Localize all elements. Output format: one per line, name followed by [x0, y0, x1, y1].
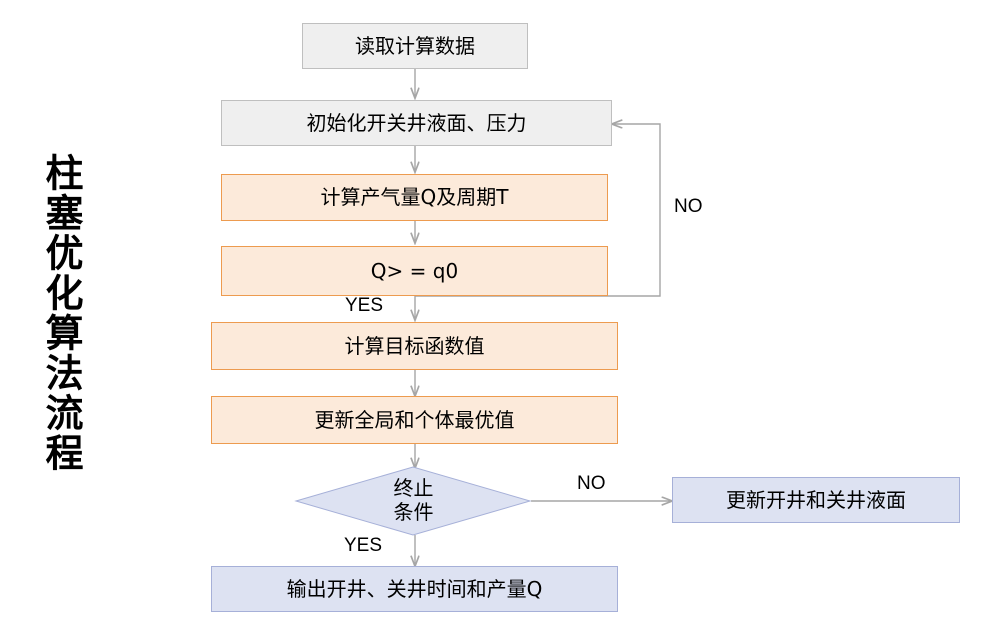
- node-update-best-label: 更新全局和个体最优值: [314, 407, 515, 432]
- node-output-label: 输出开井、关井时间和产量Q: [286, 576, 543, 601]
- node-update-levels[interactable]: 更新开井和关井液面: [672, 477, 960, 523]
- stop-condition-label-line1: 终止: [393, 476, 434, 501]
- node-init[interactable]: 初始化开关井液面、压力: [221, 100, 612, 146]
- node-calc-objective[interactable]: 计算目标函数值: [211, 322, 618, 370]
- node-calc-objective-label: 计算目标函数值: [344, 333, 485, 358]
- edge-label-stop-yes: YES: [344, 535, 383, 556]
- node-init-label: 初始化开关井液面、压力: [306, 110, 527, 135]
- node-output[interactable]: 输出开井、关井时间和产量Q: [211, 566, 618, 612]
- edge-label-check-yes: YES: [345, 295, 384, 316]
- node-update-levels-label: 更新开井和关井液面: [726, 487, 906, 512]
- node-update-best[interactable]: 更新全局和个体最优值: [211, 396, 618, 444]
- node-read-data[interactable]: 读取计算数据: [302, 23, 528, 69]
- node-calc-q-t-label: 计算产气量Q及周期T: [320, 185, 509, 209]
- node-check-q[interactable]: Q> = q0: [221, 246, 608, 296]
- edge-label-check-no: NO: [674, 196, 703, 217]
- node-stop-condition[interactable]: 终止 条件: [296, 467, 531, 535]
- diagram-vertical-title: 柱塞优化算法流程: [39, 153, 83, 473]
- node-calc-q-t[interactable]: 计算产气量Q及周期T: [221, 174, 608, 221]
- node-read-data-label: 读取计算数据: [355, 33, 475, 58]
- edge-label-stop-no: NO: [577, 473, 606, 494]
- stop-condition-label-group: 终止 条件: [296, 467, 531, 535]
- node-check-q-label: Q> = q0: [370, 258, 459, 283]
- stop-condition-label-line2: 条件: [393, 500, 434, 524]
